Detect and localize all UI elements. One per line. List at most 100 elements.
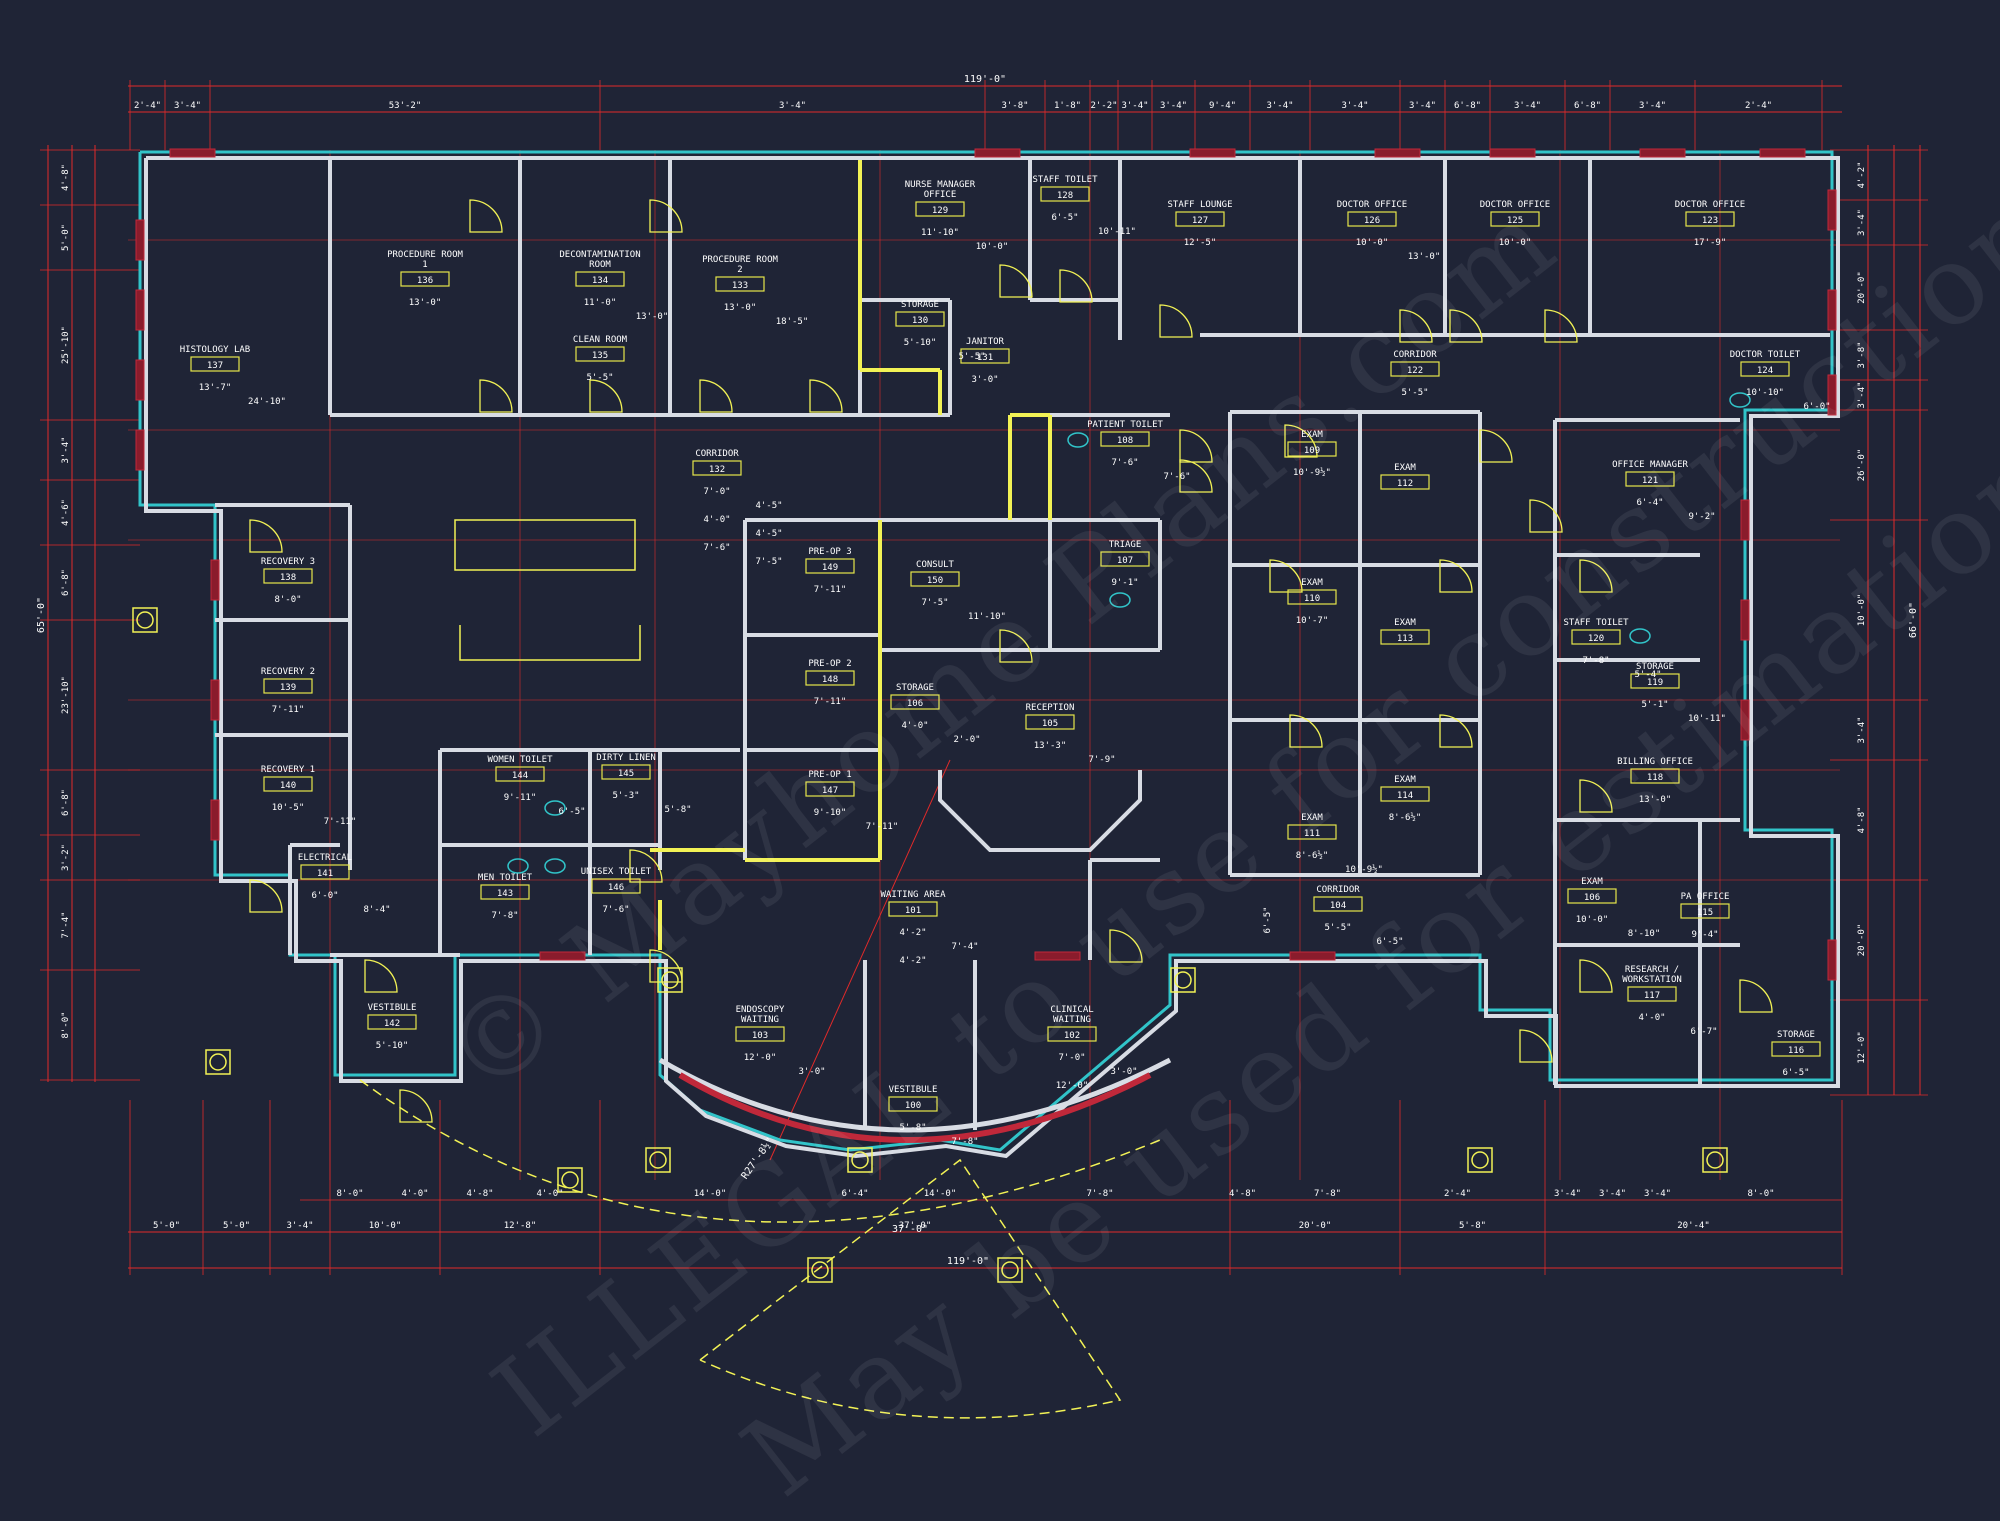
room-name-0: HISTOLOGY LAB — [180, 345, 250, 355]
room-dim-8-0: 10'-0" — [1356, 238, 1389, 248]
room-tag-46 — [367, 1014, 417, 1030]
room-number-32: 114 — [1397, 791, 1413, 801]
room-name-5-b: OFFICE — [924, 190, 957, 200]
room-tag-11 — [895, 311, 945, 327]
dim-top-chain-6: 2'-2" — [1090, 101, 1117, 111]
door-swing-6 — [999, 264, 1033, 298]
room-name-12: JANITOR — [966, 337, 1005, 347]
room-tag-30 — [1380, 629, 1430, 645]
room-dim-24-1: 7'-11" — [324, 817, 357, 827]
room-tag-43 — [480, 884, 530, 900]
room-tag-10 — [1685, 211, 1735, 227]
room-dim-39-0: 4'-0" — [1638, 1013, 1665, 1023]
dim-top-chain-10: 3'-4" — [1266, 101, 1293, 111]
dim-left-chain-1: 5'-0" — [61, 224, 71, 251]
room-dim-8-1: 13'-0" — [1408, 252, 1441, 262]
room-number-18: 150 — [927, 576, 943, 586]
room-tag-20 — [805, 670, 855, 686]
dim-top-chain-9: 9'-4" — [1209, 101, 1236, 111]
room-name-42: DIRTY LINEN — [596, 753, 656, 763]
room-number-26: 105 — [1042, 719, 1058, 729]
nurse-station-counter — [454, 519, 636, 571]
dim-bottom-chain-6: 20'-0" — [1299, 1221, 1332, 1231]
room-dim-13-0: 5'-5" — [1401, 388, 1428, 398]
room-number-36: 118 — [1647, 773, 1663, 783]
door-swing-1 — [649, 199, 683, 233]
door-swing-26 — [364, 959, 398, 993]
room-name-16: PATIENT TOILET — [1087, 420, 1163, 430]
room-dim-15-0: 7'-0" — [703, 487, 730, 497]
room-dim-42-1: 5'-8" — [664, 805, 691, 815]
room-name-39: RESEARCH / — [1625, 965, 1679, 975]
room-name-13: CORRIDOR — [1393, 350, 1437, 360]
dim-bottom2-12: 3'-4" — [1599, 1189, 1626, 1199]
door-swing-11 — [1544, 309, 1578, 343]
door-swing-2 — [479, 379, 513, 413]
room-dim-35-1: 10'-11" — [1688, 714, 1726, 724]
room-dim-21-0: 9'-10" — [814, 808, 847, 818]
dim-right-chain-1: 3'-4" — [1857, 209, 1867, 236]
dim-bottom2-4: 14'-0" — [694, 1189, 727, 1199]
room-dim-6-0: 6'-5" — [1051, 213, 1078, 223]
room-tag-33 — [1625, 471, 1675, 487]
dim-top-chain-8: 3'-4" — [1160, 101, 1187, 111]
door-swing-21 — [1579, 779, 1613, 813]
room-name-45: ELECTRICAL — [298, 853, 352, 863]
room-tag-8 — [1347, 211, 1397, 227]
room-name-44: UNISEX TOILET — [581, 867, 652, 877]
dim-bottom2-3: 4'-0" — [536, 1189, 563, 1199]
door-swing-5 — [809, 379, 843, 413]
room-number-42: 145 — [618, 769, 634, 779]
column-0 — [132, 607, 158, 633]
room-name-30: EXAM — [1394, 618, 1416, 628]
room-name-26: RECEPTION — [1026, 703, 1075, 713]
room-name-14: DOCTOR TOILET — [1730, 350, 1801, 360]
room-dim-0-0: 13'-7" — [199, 383, 232, 393]
room-tag-23 — [263, 678, 313, 694]
window-v-10 — [1827, 939, 1837, 981]
room-number-2: 134 — [592, 276, 608, 286]
room-number-3: 135 — [592, 351, 608, 361]
room-tag-49 — [1047, 1026, 1097, 1042]
door-swing-31 — [1519, 1029, 1553, 1063]
door-swing-9 — [1399, 309, 1433, 343]
dim-left-chain-4: 4'-6" — [61, 499, 71, 526]
room-tag-3 — [575, 346, 625, 362]
room-tag-32 — [1380, 786, 1430, 802]
dim-bottom2-13: 3'-4" — [1644, 1189, 1671, 1199]
toilet-fixture-0 — [544, 800, 566, 816]
dim-right-chain-8: 4'-8" — [1857, 806, 1867, 833]
room-tag-40 — [1771, 1041, 1821, 1057]
room-dim-33-1: 9'-2" — [1688, 512, 1715, 522]
room-dim-25-1: 2'-0" — [953, 735, 980, 745]
dim-right-chain-0: 4'-2" — [1857, 161, 1867, 188]
room-dim-22-0: 8'-0" — [274, 595, 301, 605]
room-dim-45-0: 6'-0" — [311, 891, 338, 901]
column-core-8 — [851, 1151, 869, 1169]
room-name-25: STORAGE — [896, 683, 934, 693]
main-entry-width: 37'-0" — [892, 1224, 928, 1235]
dim-top-chain-1: 3'-4" — [174, 101, 201, 111]
dim-bottom2-14: 8'-0" — [1747, 1189, 1774, 1199]
room-dim-21-1: 7'-11" — [866, 822, 899, 832]
room-name-7: STAFF LOUNGE — [1167, 200, 1232, 210]
dim-left-chain-5: 6'-8" — [61, 569, 71, 596]
toilet-fixture-1 — [507, 858, 529, 874]
room-name-49: CLINICAL — [1050, 1005, 1093, 1015]
room-dim-31-1: 10'-9½" — [1345, 864, 1383, 875]
room-dim-38-0: 9'-4" — [1691, 930, 1718, 940]
column-core-1 — [209, 1053, 227, 1071]
window-h-9 — [539, 951, 586, 961]
entry-canopy — [699, 1158, 1122, 1419]
room-number-5: 129 — [932, 206, 948, 216]
room-tag-29 — [1287, 589, 1337, 605]
room-name-29: EXAM — [1301, 578, 1323, 588]
room-name-4-b: 2 — [737, 265, 742, 275]
room-name-39-b: WORKSTATION — [1622, 975, 1682, 985]
room-name-47: WAITING AREA — [880, 890, 946, 900]
room-name-24: RECOVERY 1 — [261, 765, 315, 775]
room-dim-6-1: 10'-11" — [1098, 227, 1136, 237]
window-v-0 — [135, 219, 145, 261]
waiting-curved-wall — [658, 1057, 1172, 1133]
room-name-15: CORRIDOR — [695, 449, 739, 459]
